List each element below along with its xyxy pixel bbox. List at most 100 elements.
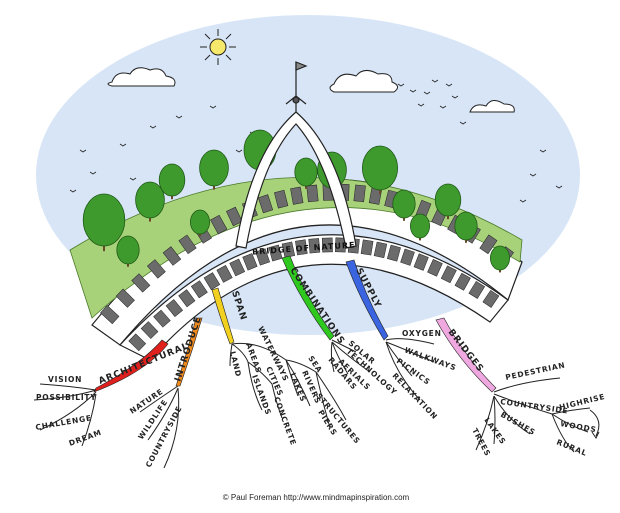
bridge-panel bbox=[100, 305, 120, 325]
sun-icon bbox=[200, 29, 236, 65]
twig-line bbox=[330, 341, 335, 373]
tree-canopy bbox=[434, 183, 462, 217]
twig-line bbox=[551, 407, 591, 415]
bridge-panel bbox=[454, 272, 471, 291]
twig-line bbox=[551, 413, 575, 453]
child-label: VISION bbox=[48, 375, 82, 384]
twig-line bbox=[493, 395, 531, 435]
bridge-panel bbox=[308, 238, 321, 254]
child-label: RURAL bbox=[555, 438, 588, 458]
branch-stroke bbox=[175, 317, 203, 387]
bridge-panel bbox=[321, 237, 333, 253]
twig-line bbox=[231, 343, 249, 363]
twig-line bbox=[285, 359, 311, 407]
tree-canopy bbox=[361, 145, 398, 191]
tree-canopy bbox=[189, 209, 210, 235]
branch-stroke bbox=[93, 339, 169, 393]
bridge-panel bbox=[295, 239, 308, 256]
twig-line bbox=[493, 377, 561, 393]
bridge-panel bbox=[482, 289, 500, 308]
twig-line bbox=[385, 341, 435, 363]
bridge-panel bbox=[255, 248, 271, 266]
bridge-panel bbox=[226, 206, 243, 227]
bridge-panel bbox=[257, 194, 274, 214]
bridge-panel bbox=[440, 265, 457, 284]
bridge-panel bbox=[115, 288, 135, 308]
child-label: WOODS bbox=[560, 419, 598, 434]
branch-stroke bbox=[281, 255, 335, 341]
bridge-panel bbox=[360, 239, 374, 256]
twig-line bbox=[139, 385, 179, 413]
twig-line bbox=[315, 371, 331, 429]
bridge-panel bbox=[306, 184, 319, 203]
bridge-panel bbox=[242, 253, 258, 271]
child-label: CHALLENGE bbox=[35, 413, 93, 432]
arrow-icon bbox=[589, 409, 600, 437]
child-label: POSSIBILITY bbox=[36, 393, 97, 402]
twig-line bbox=[493, 395, 496, 445]
credit-line: © Paul Foreman http://www.mindmapinspira… bbox=[223, 493, 410, 502]
child-label: DREAM bbox=[68, 428, 103, 448]
bridge-panel bbox=[210, 214, 228, 235]
bridge-panel bbox=[190, 280, 208, 299]
bridge-panel bbox=[131, 273, 151, 293]
twig-line bbox=[475, 395, 495, 451]
twig-line bbox=[33, 389, 97, 401]
twig-line bbox=[385, 341, 413, 377]
bridge-panel bbox=[229, 258, 246, 277]
bridge-arch bbox=[119, 234, 509, 361]
tree-canopy bbox=[489, 245, 510, 271]
bridge-panel bbox=[203, 272, 221, 291]
twig-line bbox=[39, 391, 97, 431]
tree-canopy bbox=[392, 189, 416, 219]
twig-line bbox=[81, 393, 97, 447]
bridge-panel bbox=[178, 289, 196, 308]
twig-line bbox=[331, 341, 349, 375]
tree-canopy bbox=[135, 181, 165, 219]
child-label: BUSHES bbox=[499, 410, 537, 437]
bridge-panels bbox=[100, 183, 514, 352]
bridge-panel bbox=[468, 280, 486, 299]
birds bbox=[69, 79, 563, 203]
tree-canopy bbox=[409, 213, 430, 239]
twig-line bbox=[147, 387, 179, 441]
tree-canopy bbox=[199, 149, 229, 187]
bridge-panel bbox=[162, 246, 182, 266]
twig-line bbox=[247, 361, 263, 411]
twig-line bbox=[331, 341, 371, 373]
bridge-panel bbox=[479, 234, 498, 255]
twig-line bbox=[551, 413, 589, 433]
child-label: CONCRETE bbox=[272, 396, 298, 447]
branch-stroke bbox=[345, 259, 389, 341]
bridge-panel bbox=[373, 241, 388, 259]
cloud-icon bbox=[107, 67, 515, 113]
bridge-panel bbox=[268, 244, 283, 262]
bridge-panel bbox=[400, 248, 415, 266]
bridge-pylon bbox=[235, 61, 357, 249]
bridge-panel bbox=[274, 189, 289, 209]
bridge-panel bbox=[147, 259, 166, 279]
tree-canopy bbox=[294, 157, 318, 187]
tree-canopy bbox=[454, 211, 478, 241]
twig-line bbox=[231, 342, 287, 361]
bridge-panel bbox=[140, 321, 159, 339]
twig-line bbox=[247, 361, 273, 385]
twig-line bbox=[315, 371, 347, 421]
twig-line bbox=[163, 387, 180, 469]
bridge-panel bbox=[290, 186, 304, 205]
bridge-panel bbox=[427, 259, 443, 277]
tree-canopy bbox=[158, 163, 186, 197]
twig-line bbox=[385, 338, 435, 345]
bridge-panel bbox=[165, 299, 184, 317]
branch-stroke bbox=[211, 287, 235, 345]
twig-line bbox=[271, 383, 283, 419]
bridge-panel bbox=[216, 265, 233, 283]
arrow-head-icon bbox=[591, 431, 600, 439]
tree-canopy bbox=[116, 235, 140, 265]
bridge-panel bbox=[386, 244, 401, 262]
bridge-panel bbox=[178, 234, 197, 255]
branch-stroke bbox=[435, 317, 497, 393]
bridge-panel bbox=[413, 253, 429, 271]
